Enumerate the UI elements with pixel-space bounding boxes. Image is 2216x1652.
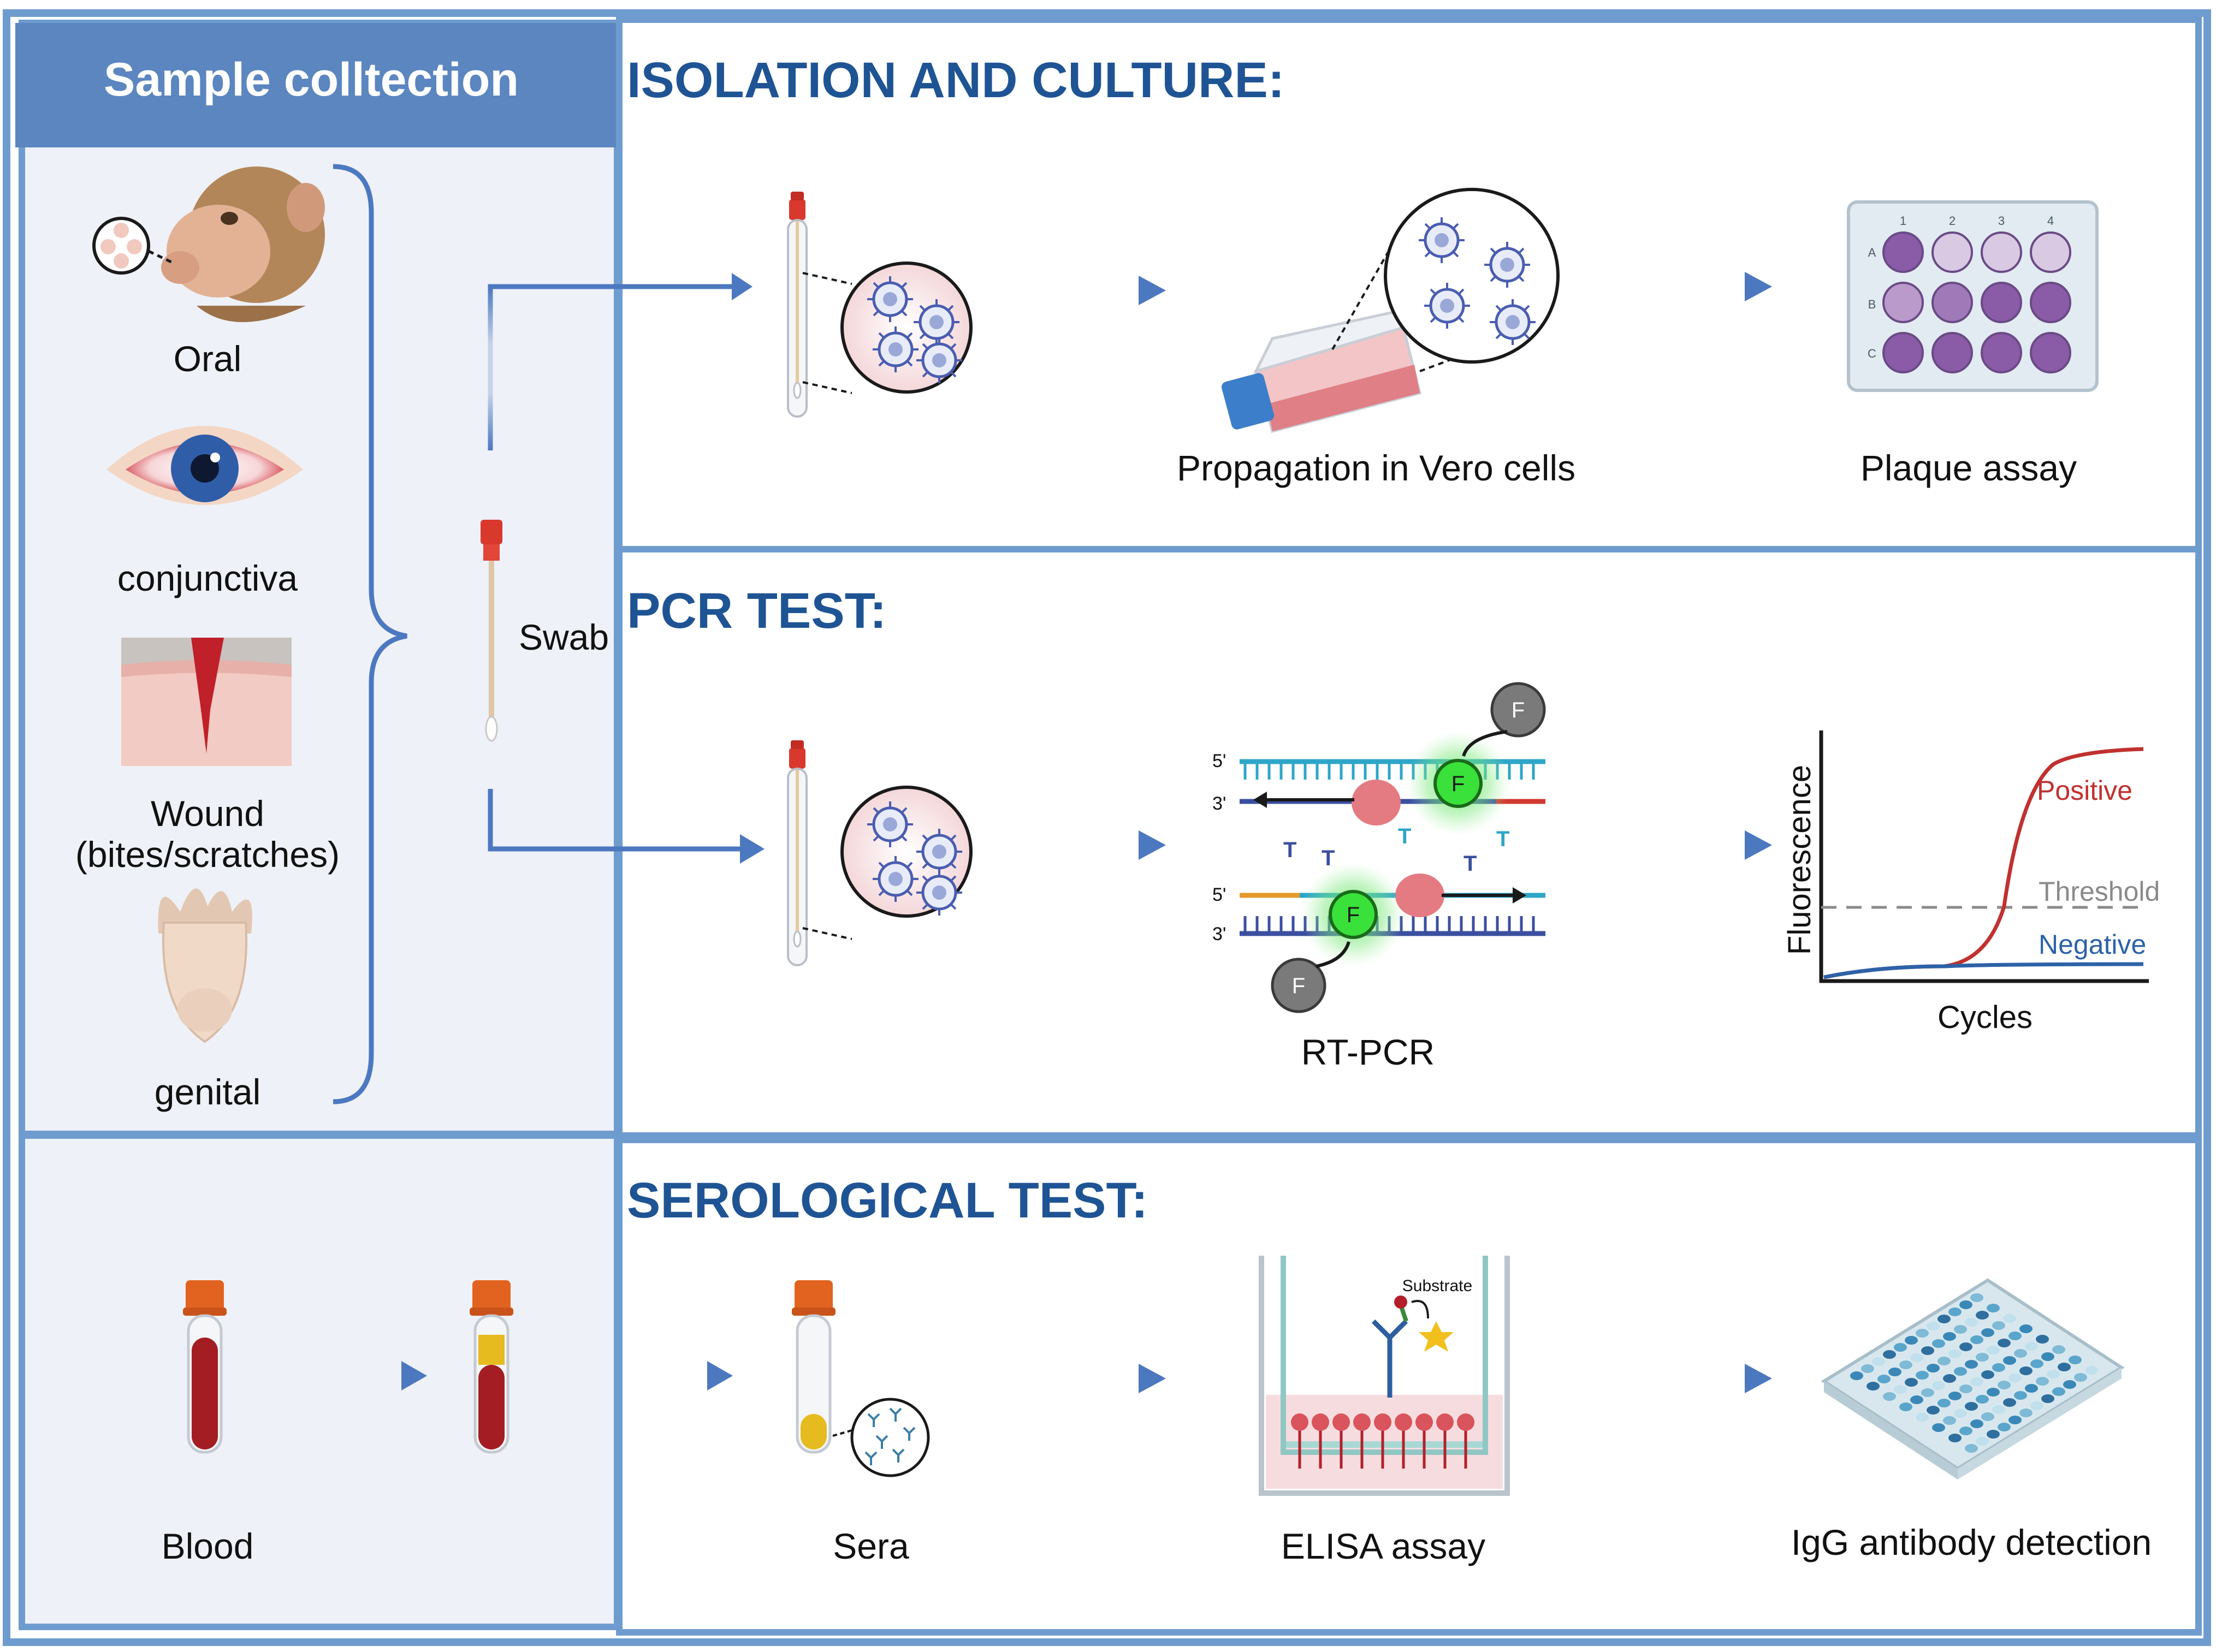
plate-column-4: 4 (2047, 214, 2054, 228)
serology-heading: SEROLOGICAL TEST: (627, 1173, 1148, 1228)
arrow-to-pcr (740, 834, 765, 864)
swab-to-isolation-line (488, 284, 732, 450)
plate-well (1981, 231, 2022, 273)
plate-row-a: A (1868, 246, 1876, 259)
plate-well (1931, 332, 1973, 373)
grouping-brace (333, 164, 407, 1104)
sample-collection-title: Sample colltection (104, 54, 519, 106)
plaque-label: Plaque assay (1861, 448, 2077, 488)
source-conjunctiva-label: conjunctiva (117, 558, 298, 598)
svg-text:T: T (1283, 838, 1296, 862)
source-wound-sublabel: (bites/scratches) (75, 834, 340, 875)
blood-panel (19, 1132, 620, 1630)
plate-well (2030, 231, 2071, 273)
svg-text:T: T (1398, 824, 1411, 848)
plate-row-c: C (1868, 347, 1876, 360)
arrow-head-5 (401, 1361, 427, 1390)
rtpcr-illustration: T T T T T (1240, 682, 1546, 1013)
strand-label-lower-5: 5' (1212, 884, 1226, 905)
plate-well (2030, 282, 2071, 323)
plate-column-2: 2 (1949, 214, 1956, 228)
pcr-heading: PCR TEST: (627, 583, 886, 639)
plate-column-3: 3 (1998, 214, 2005, 228)
svg-text:T: T (1463, 852, 1477, 876)
eye-icon (106, 426, 303, 505)
blood-label: Blood (162, 1526, 254, 1566)
strand-label-upper-5: 5' (1212, 751, 1226, 771)
svg-text:T: T (1496, 827, 1509, 851)
sera-label: Sera (833, 1526, 909, 1566)
source-genital-label: genital (155, 1072, 261, 1112)
plaque-plate-icon (1847, 200, 2099, 392)
arrow-head-6 (707, 1361, 733, 1390)
swab-label: Swab (519, 617, 609, 657)
igg-label: IgG antibody detection (1791, 1522, 2152, 1562)
arrow-head-7 (1139, 1364, 1166, 1393)
elisa-label: ELISA assay (1281, 1526, 1485, 1566)
chart-y-label: Fluorescence (1782, 765, 1817, 955)
genital-icon (158, 888, 252, 1043)
plate-well (1882, 231, 1924, 273)
virus-magnifier-icon (840, 262, 973, 394)
plate-well (1882, 332, 1924, 373)
plate-well (2030, 332, 2071, 373)
arrow-head-3 (1139, 830, 1166, 860)
blood-tube-icon (183, 1280, 227, 1454)
culture-virus-magnifier-icon (1384, 188, 1560, 364)
negative-curve (1823, 962, 2144, 979)
arrow-head-2 (1745, 272, 1772, 301)
positive-label: Positive (2037, 775, 2132, 806)
negative-label: Negative (2039, 929, 2146, 960)
wound-icon (121, 638, 292, 766)
chart-x-label: Cycles (1937, 1000, 2033, 1035)
fluor-label-upper-on: F (1451, 772, 1465, 796)
swab-to-pcr-line (488, 789, 743, 852)
rtpcr-label: RT-PCR (1301, 1032, 1435, 1072)
arrow-to-isolation (732, 273, 753, 300)
source-oral-label: Oral (174, 338, 242, 379)
sera-tube-icon (792, 1280, 836, 1454)
substrate-label: Substrate (1402, 1277, 1472, 1295)
antibody-magnifier-icon (832, 1398, 930, 1477)
amplification-chart (1819, 730, 2149, 983)
pcr-virus-magnifier-icon (840, 786, 973, 918)
plate-row-b: B (1868, 298, 1876, 311)
plate-well (1882, 282, 1924, 323)
monkey-icon (161, 167, 325, 322)
plate-well (1981, 332, 2022, 373)
arrow-head-1 (1139, 276, 1166, 305)
fluor-label-lower-free: F (1292, 974, 1305, 998)
source-wound-label: Wound (151, 793, 264, 834)
threshold-label: Threshold (2039, 876, 2160, 907)
svg-text:T: T (1322, 846, 1335, 870)
plate-well (1931, 282, 1973, 323)
plate-well (1931, 231, 1973, 273)
fluor-label-lower-on: F (1347, 903, 1360, 927)
plate-well (1981, 282, 2022, 323)
isolation-heading: ISOLATION AND CULTURE: (627, 52, 1284, 108)
propagation-label: Propagation in Vero cells (1177, 448, 1575, 488)
sample-collection-panel (19, 20, 620, 1137)
elisa-well-icon (1259, 1256, 1510, 1496)
swab-icon (481, 520, 502, 742)
plate-column-1: 1 (1900, 214, 1906, 228)
arrow-head-4 (1745, 830, 1772, 860)
mouth-callout-icon (92, 217, 175, 275)
arrow-head-8 (1745, 1364, 1772, 1393)
separated-blood-tube-icon (470, 1280, 513, 1454)
sample-collection-header (15, 23, 617, 147)
microplate-96-icon (1821, 1278, 2125, 1479)
pcr-swab-tube-icon (787, 739, 808, 966)
fluor-label-upper-free: F (1512, 698, 1525, 722)
strand-label-upper-3: 3' (1212, 793, 1226, 814)
strand-label-lower-3: 3' (1212, 924, 1226, 944)
